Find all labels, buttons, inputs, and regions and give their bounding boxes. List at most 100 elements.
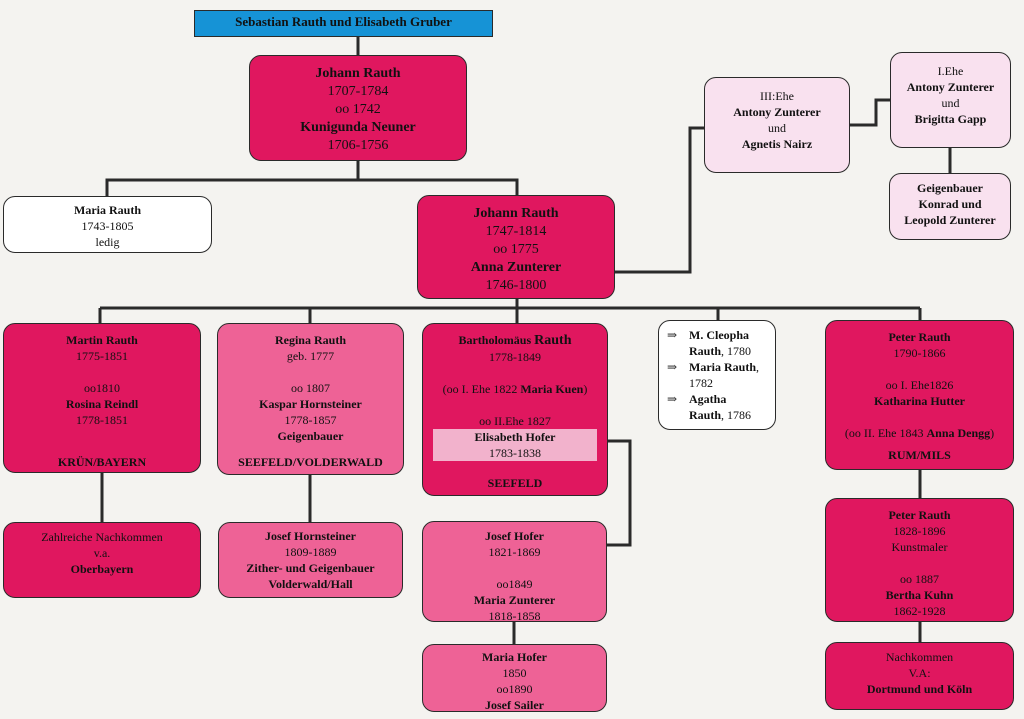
conjunction: und <box>941 96 960 110</box>
maria-rauth-1743-box: Maria Rauth 1743-1805 ledig <box>3 196 212 253</box>
second-marriage: (oo II. Ehe 1843 Anna Dengg) <box>844 426 995 440</box>
johann-rauth-1747-box: Johann Rauth 1747-1814 oo 1775 Anna Zunt… <box>417 195 615 299</box>
first-spouse-name: Katharina Hutter <box>874 394 965 408</box>
occupation: Geigenbauer <box>277 429 344 443</box>
person-name: Johann Rauth <box>315 66 401 81</box>
marriage-year: oo1890 <box>496 682 533 696</box>
abbreviation: v.a. <box>93 546 111 560</box>
descendants-label: Nachkommen <box>885 650 954 664</box>
person-name: Martin Rauth <box>66 333 138 347</box>
first-marriage: (oo I. Ehe 1822 Maria Kuen) <box>442 382 588 396</box>
person-dates: 1743-1805 <box>81 219 134 233</box>
spouse-dates: 1778-1857 <box>284 413 337 427</box>
spouse-name: Maria Zunterer <box>473 593 556 607</box>
spouse-dates: 1818-1858 <box>488 609 541 623</box>
marriage-year: oo 1775 <box>493 242 539 257</box>
first-spouse-name: Maria Kuen <box>520 382 584 396</box>
spouse-dates: 1862-1928 <box>893 604 946 618</box>
descendants-label: Zahlreiche Nachkommen <box>41 530 163 544</box>
peter-rauth-1828-box: Peter Rauth 1828-1896 Kunstmaler oo 1887… <box>825 498 1014 622</box>
place-label: Volderwald/Hall <box>268 577 353 591</box>
person-dates: 1809-1889 <box>284 545 337 559</box>
marriage-year: oo1810 <box>84 381 120 395</box>
marriage-year: oo 1742 <box>335 102 381 117</box>
peter-rauth-1790-box: Peter Rauth 1790-1866 oo I. Ehe1826 Kath… <box>825 320 1014 470</box>
person-dates: 1828-1896 <box>893 524 946 538</box>
spouse-name: Rosina Reindl <box>65 397 139 411</box>
spouse-name: Brigitta Gapp <box>914 112 987 126</box>
spouse-name: Kaspar Hornsteiner <box>259 397 362 411</box>
place-label: SEEFELD/VOLDERWALD <box>238 455 383 469</box>
spouse-name: Agnetis Nairz <box>741 137 813 151</box>
person-name: Maria Hofer <box>482 650 547 664</box>
occupation: Geigenbauer <box>917 181 983 195</box>
person-name: Leopold Zunterer <box>904 213 996 227</box>
person-dates: 1790-1866 <box>893 346 946 360</box>
spouse-dates: 1706-1756 <box>327 138 389 153</box>
second-spouse-name: Anna Dengg <box>926 426 991 440</box>
person-dates: 1775-1851 <box>76 349 128 363</box>
person-name: Josef Hornsteiner <box>265 529 356 543</box>
spouse-name: Bertha Kuhn <box>885 588 954 602</box>
martin-rauth-box: Martin Rauth 1775-1851 oo1810 Rosina Rei… <box>3 323 201 473</box>
person-dates: 1707-1784 <box>327 84 389 99</box>
place-label: SEEFELD <box>487 476 543 490</box>
zunterer-first-marriage-box: I.Ehe Antony Zunterer und Brigitta Gapp <box>890 52 1011 148</box>
martin-descendants-box: Zahlreiche Nachkommen v.a. Oberbayern <box>3 522 201 598</box>
person-name: Konrad und <box>918 197 982 211</box>
person-name: Peter Rauth <box>888 330 951 344</box>
zunterer-third-marriage-box: III:Ehe Antony Zunterer und Agnetis Nair… <box>704 77 850 173</box>
person-name: Josef Hofer <box>485 529 544 543</box>
highlighted-spouse: Elisabeth Hofer 1783-1838 <box>433 429 597 461</box>
spouse-name: Elisabeth Hofer <box>474 430 556 444</box>
marriage-year: oo1849 <box>496 577 533 591</box>
person-name: Antony Zunterer <box>906 80 995 94</box>
first-marriage: oo I. Ehe1826 <box>885 378 954 392</box>
root-couple-box: Sebastian Rauth und Elisabeth Gruber <box>194 10 493 37</box>
maria-hofer-box: Maria Hofer 1850 oo1890 Josef Sailer <box>422 644 607 712</box>
spouse-dates: 1746-1800 <box>485 278 547 293</box>
region-label: Oberbayern <box>70 562 134 576</box>
person-last-name: Rauth <box>534 333 572 348</box>
marriage-year: oo 1887 <box>900 572 939 586</box>
abbreviation: V.A: <box>908 666 931 680</box>
person-dates: 1778-1849 <box>489 350 541 364</box>
bartholomaus-rauth-box: Bartholomäus Rauth 1778-1849 (oo I. Ehe … <box>422 323 608 496</box>
place-label: RUM/MILS <box>888 448 951 462</box>
person-dates: 1821-1869 <box>488 545 541 559</box>
arrow-icon: ⇒ <box>667 360 678 374</box>
marriage-label: III:Ehe <box>760 89 794 103</box>
root-couple-title: Sebastian Rauth und Elisabeth Gruber <box>235 14 452 29</box>
person-first-name: Bartholomäus <box>458 333 532 347</box>
spouse-dates: 1783-1838 <box>489 446 541 460</box>
spouse-name: Josef Sailer <box>485 698 544 712</box>
geigenbauer-zunterer-box: Geigenbauer Konrad und Leopold Zunterer <box>889 173 1011 240</box>
conjunction: und <box>768 121 786 135</box>
spouse-dates: 1778-1851 <box>76 413 128 427</box>
josef-hornsteiner-box: Josef Hornsteiner 1809-1889 Zither- und … <box>218 522 403 598</box>
peter-descendants-box: Nachkommen V.A: Dortmund und Köln <box>825 642 1014 710</box>
occupation: Kunstmaler <box>891 540 948 554</box>
person-dates: 1747-1814 <box>485 224 547 239</box>
regina-rauth-box: Regina Rauth geb. 1777 oo 1807 Kaspar Ho… <box>217 323 404 475</box>
person-name: Johann Rauth <box>473 206 559 221</box>
person-name: Antony Zunterer <box>733 105 821 119</box>
josef-hofer-box: Josef Hofer 1821-1869 oo1849 Maria Zunte… <box>422 521 607 623</box>
marriage-year: oo 1807 <box>291 381 330 395</box>
arrow-icon: ⇒ <box>667 392 678 406</box>
occupation: Zither- und Geigenbauer <box>246 561 375 575</box>
spouse-name: Anna Zunterer <box>470 260 562 275</box>
region-label: Dortmund und Köln <box>866 682 973 696</box>
marriage-label: I.Ehe <box>937 64 964 78</box>
place-label: KRÜN/BAYERN <box>57 455 147 469</box>
person-note: ledig <box>95 235 120 249</box>
birth-year: geb. 1777 <box>286 349 335 363</box>
second-marriage: oo II.Ehe 1827 <box>479 414 551 428</box>
person-dates: 1850 <box>502 666 527 680</box>
arrow-icon: ⇒ <box>667 328 678 342</box>
person-name: Regina Rauth <box>274 333 346 347</box>
